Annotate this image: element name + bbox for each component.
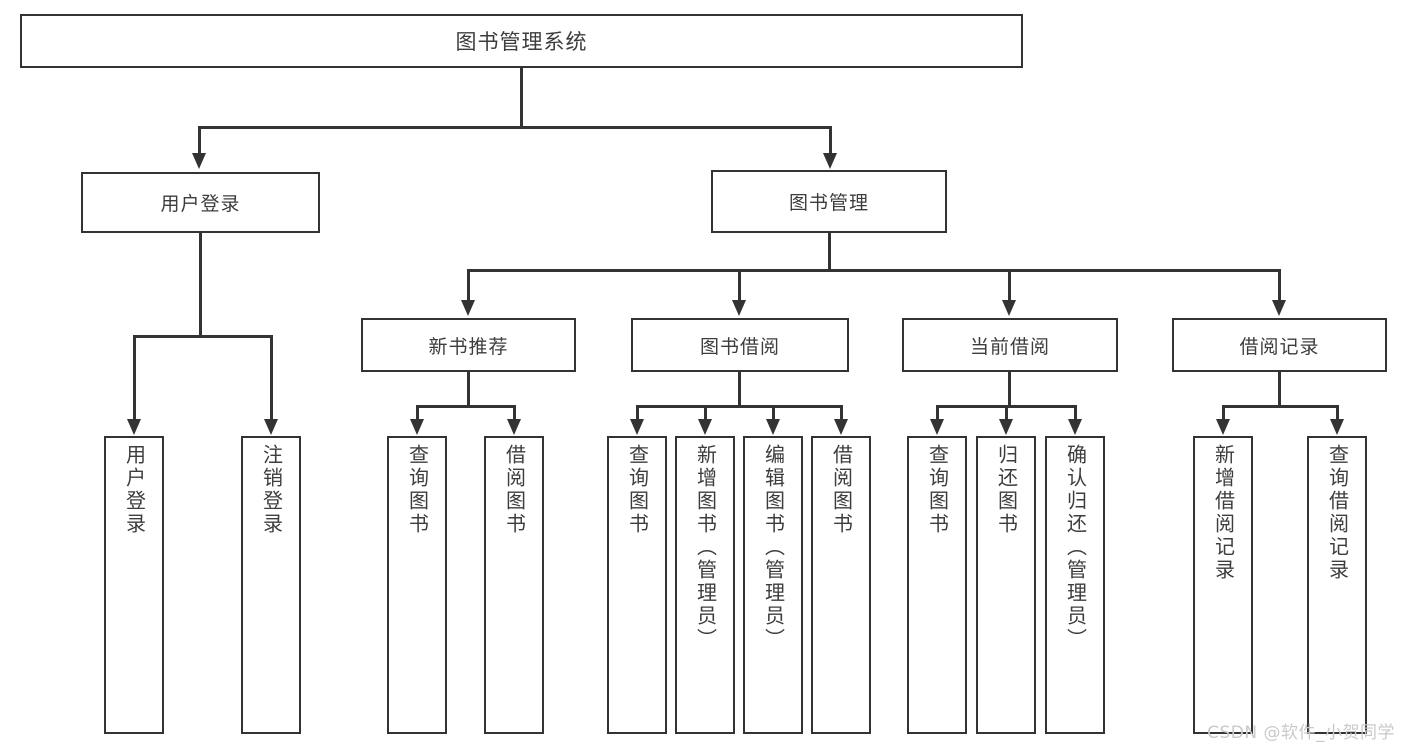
leaf-borrow-record-query[interactable]: 查询借阅记录 (1307, 436, 1367, 734)
edge-book-management-stem (828, 233, 831, 269)
edge-new-book-stem (467, 372, 470, 405)
leaf-label: 编辑图书（管理员） (761, 444, 786, 651)
edge-book-borrow-bar (636, 405, 841, 408)
node-new-book-recommend[interactable]: 新书推荐 (361, 318, 576, 372)
arrow-cb-to-leaf-1 (930, 419, 944, 435)
leaf-label: 查询借阅记录 (1325, 444, 1350, 582)
node-borrow-record[interactable]: 借阅记录 (1172, 318, 1387, 372)
edge-bm-to-book-borrow (738, 269, 741, 302)
edge-new-book-bar (416, 405, 515, 408)
edge-book-borrow-stem (738, 372, 741, 405)
leaf-label: 查询图书 (405, 444, 430, 536)
node-root-system[interactable]: 图书管理系统 (20, 14, 1023, 68)
arrow-bm-to-borrow-record (1272, 300, 1286, 316)
arrow-bm-to-book-borrow (732, 300, 746, 316)
edge-user-login-to-leaf-1 (133, 335, 136, 421)
leaf-label: 借阅图书 (502, 444, 527, 536)
leaf-current-borrow-return[interactable]: 归还图书 (976, 436, 1036, 734)
edge-bb-to-leaf-1 (636, 405, 639, 421)
edge-user-login-stem (199, 233, 202, 335)
edge-user-login-to-leaf-2 (270, 335, 273, 421)
arrow-bb-to-leaf-3 (766, 419, 780, 435)
leaf-label: 注销登录 (259, 444, 284, 536)
edge-root-bar (198, 126, 832, 129)
leaf-label: 查询图书 (925, 444, 950, 536)
leaf-book-borrow-edit[interactable]: 编辑图书（管理员） (743, 436, 803, 734)
leaf-new-book-query[interactable]: 查询图书 (387, 436, 447, 734)
edge-bm-to-borrow-record (1278, 269, 1281, 302)
edge-root-stem (520, 68, 523, 126)
leaf-label: 借阅图书 (829, 444, 854, 536)
edge-borrow-record-bar (1222, 405, 1337, 408)
edge-bb-to-leaf-2 (704, 405, 707, 421)
edge-bm-to-new-book (467, 269, 470, 302)
leaf-label: 新增图书（管理员） (693, 444, 718, 651)
leaf-label: 确认归还（管理员） (1063, 444, 1088, 651)
edge-nb-to-leaf-2 (513, 405, 516, 421)
edge-user-login-bar (133, 335, 272, 338)
leaf-user-login-signin[interactable]: 用户登录 (104, 436, 164, 734)
arrow-cb-to-leaf-3 (1068, 419, 1082, 435)
edge-current-borrow-stem (1008, 372, 1011, 405)
edge-cb-to-leaf-2 (1005, 405, 1008, 421)
edge-root-to-book-manage (829, 126, 832, 156)
arrow-nb-to-leaf-2 (507, 419, 521, 435)
arrow-br-to-leaf-2 (1330, 419, 1344, 435)
leaf-current-borrow-confirm[interactable]: 确认归还（管理员） (1045, 436, 1105, 734)
leaf-book-borrow-add[interactable]: 新增图书（管理员） (675, 436, 735, 734)
arrow-bb-to-leaf-4 (834, 419, 848, 435)
arrow-root-to-book-manage (823, 153, 837, 169)
leaf-user-login-signout[interactable]: 注销登录 (241, 436, 301, 734)
leaf-current-borrow-query[interactable]: 查询图书 (907, 436, 967, 734)
edge-bb-to-leaf-4 (840, 405, 843, 421)
arrow-bm-to-new-book (461, 300, 475, 316)
arrow-br-to-leaf-1 (1216, 419, 1230, 435)
leaf-new-book-borrow[interactable]: 借阅图书 (484, 436, 544, 734)
node-book-management[interactable]: 图书管理 (711, 170, 947, 233)
arrow-cb-to-leaf-2 (999, 419, 1013, 435)
edge-bm-to-current-borrow (1008, 269, 1011, 302)
edge-cb-to-leaf-1 (936, 405, 939, 421)
node-user-login[interactable]: 用户登录 (81, 172, 320, 233)
edge-br-to-leaf-2 (1336, 405, 1339, 421)
leaf-label: 查询图书 (625, 444, 650, 536)
arrow-user-login-to-leaf-1 (127, 419, 141, 435)
edge-borrow-record-stem (1278, 372, 1281, 405)
leaf-label: 用户登录 (122, 444, 147, 536)
edge-nb-to-leaf-1 (416, 405, 419, 421)
arrow-root-to-user-login (192, 153, 206, 169)
arrow-user-login-to-leaf-2 (264, 419, 278, 435)
leaf-book-borrow-borrow[interactable]: 借阅图书 (811, 436, 871, 734)
leaf-book-borrow-query[interactable]: 查询图书 (607, 436, 667, 734)
edge-bb-to-leaf-3 (772, 405, 775, 421)
node-book-borrow[interactable]: 图书借阅 (631, 318, 849, 372)
edge-book-management-bar (467, 269, 1280, 272)
edge-root-to-user-login (198, 126, 201, 156)
arrow-nb-to-leaf-1 (410, 419, 424, 435)
edge-cb-to-leaf-3 (1074, 405, 1077, 421)
arrow-bb-to-leaf-1 (630, 419, 644, 435)
arrow-bm-to-current-borrow (1002, 300, 1016, 316)
node-current-borrow[interactable]: 当前借阅 (902, 318, 1118, 372)
leaf-borrow-record-add[interactable]: 新增借阅记录 (1193, 436, 1253, 734)
arrow-bb-to-leaf-2 (698, 419, 712, 435)
leaf-label: 归还图书 (994, 444, 1019, 536)
leaf-label: 新增借阅记录 (1211, 444, 1236, 582)
edge-br-to-leaf-1 (1222, 405, 1225, 421)
